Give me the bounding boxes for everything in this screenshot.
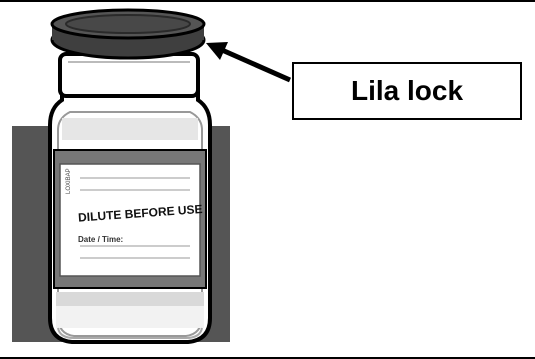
- arrowhead-icon: [206, 42, 228, 60]
- label-side-text: LOXIBAP: [66, 168, 72, 194]
- arrow-icon: [220, 47, 292, 83]
- vial-neck: [58, 52, 200, 98]
- callout-box: Lila lock: [292, 62, 522, 120]
- label-date-field: Date / Time:: [78, 235, 123, 244]
- bottom-divider: [0, 357, 535, 359]
- top-divider: [0, 0, 535, 2]
- callout-label: Lila lock: [350, 75, 464, 106]
